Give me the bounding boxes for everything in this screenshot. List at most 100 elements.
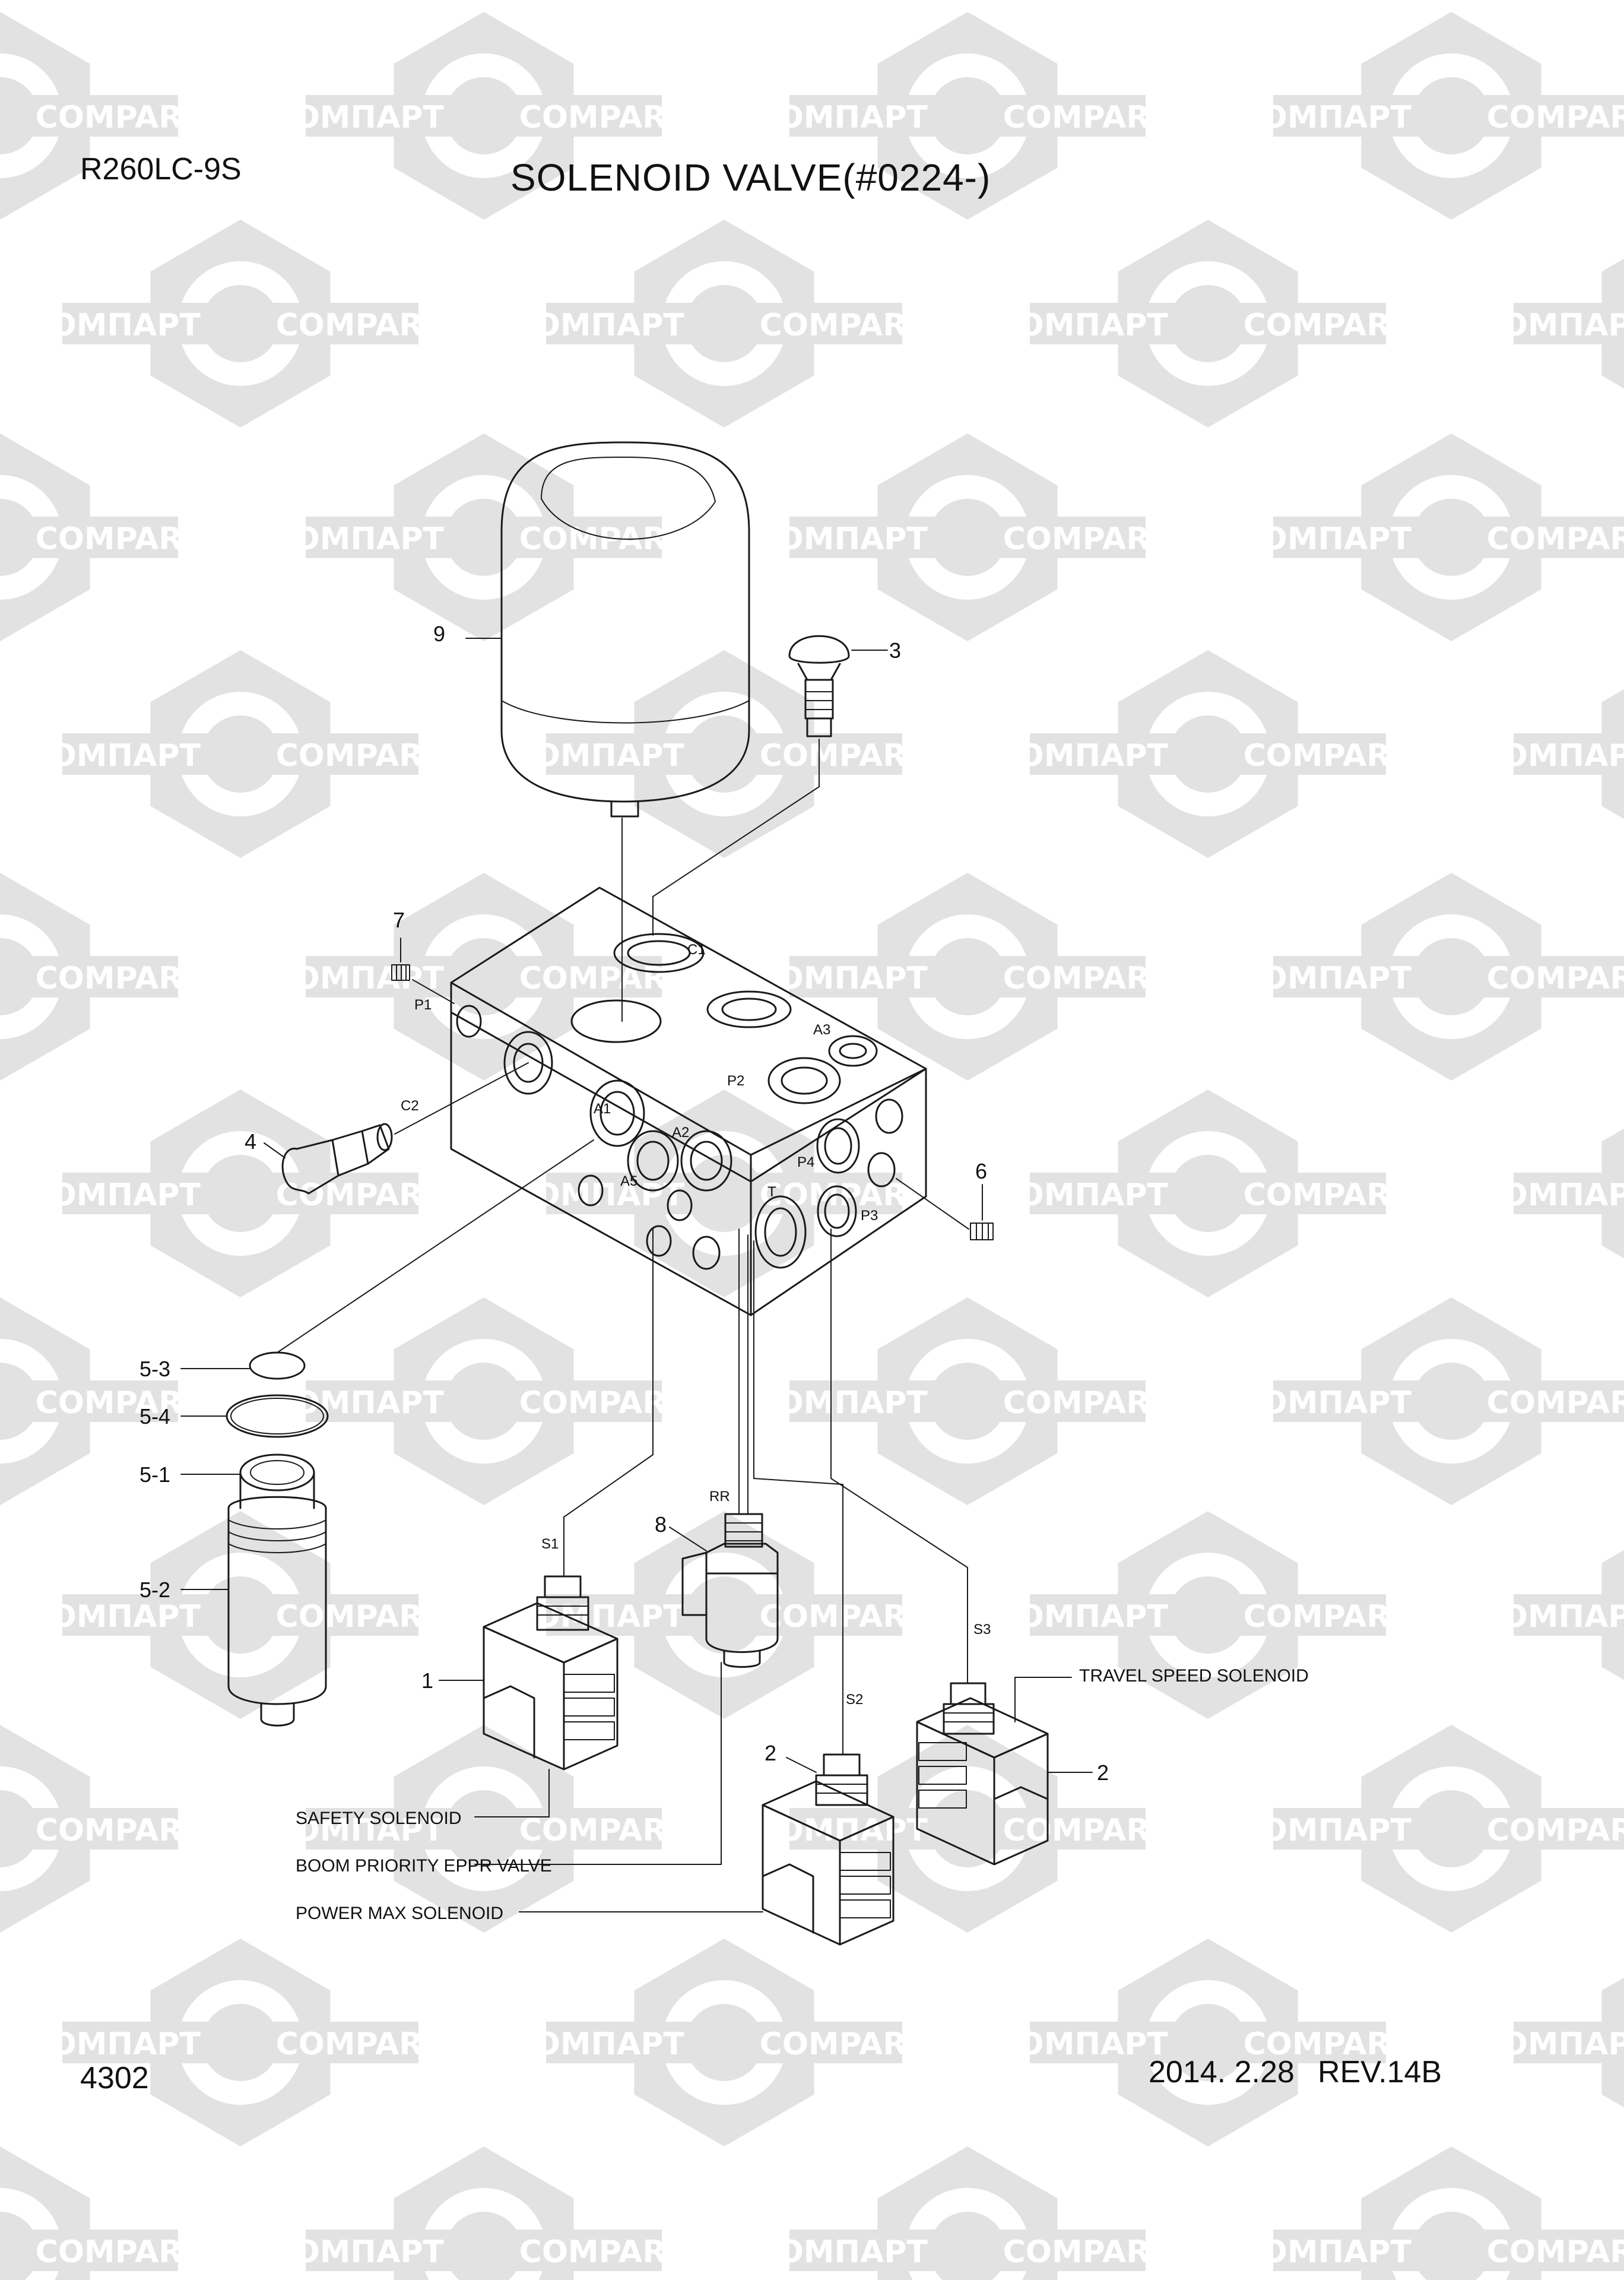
port-a2: A2 [672,1125,689,1141]
label-part-5-2: 5-2 [139,1578,170,1602]
svg-text:COMPART: COMPART [36,961,202,996]
svg-text:КОМПАРТ: КОМПАРТ [25,738,201,774]
svg-text:КОМПАРТ: КОМПАРТ [752,2234,928,2270]
svg-text:COMPART: COMPART [276,1599,443,1635]
svg-text:COMPART: COMPART [36,521,202,557]
svg-text:COMPART: COMPART [519,100,686,135]
svg-text:КОМПАРТ: КОМПАРТ [1476,308,1624,343]
label-part-2-power-max: 2 [765,1741,776,1765]
svg-text:COMPART: COMPART [1244,1177,1410,1213]
svg-text:КОМПАРТ: КОМПАРТ [1236,521,1412,557]
svg-text:КОМПАРТ: КОМПАРТ [1476,1599,1624,1635]
label-part-4: 4 [245,1129,256,1154]
svg-text:COMPART: COMPART [760,1177,927,1213]
svg-text:КОМПАРТ: КОМПАРТ [752,100,928,135]
port-labels: C1 P1 A3 P2 C2 A1 A2 P4 A5 T P3 RR S1 S2… [401,942,991,1708]
part-number-labels: 9 3 7 4 6 5-3 5-4 5-1 5-2 8 1 2 2 [139,622,1109,1785]
label-part-1: 1 [421,1668,433,1693]
svg-text:COMPART: COMPART [760,2026,927,2062]
svg-text:КОМПАРТ: КОМПАРТ [1476,738,1624,774]
svg-text:КОМПАРТ: КОМПАРТ [268,1813,444,1848]
label-part-9: 9 [433,622,445,646]
svg-text:КОМПАРТ: КОМПАРТ [992,1599,1168,1635]
svg-text:КОМПАРТ: КОМПАРТ [25,1599,201,1635]
svg-text:COMPART: COMPART [1487,1385,1624,1421]
svg-text:КОМПАРТ: КОМПАРТ [1476,2026,1624,2062]
svg-text:КОМПАРТ: КОМПАРТ [1236,1813,1412,1848]
port-a3: A3 [813,1022,830,1038]
callout-safety-solenoid: SAFETY SOLENOID [296,1809,462,1828]
svg-text:COMPART: COMPART [1244,738,1410,774]
callout-power-max-solenoid: POWER MAX SOLENOID [296,1904,503,1923]
svg-text:КОМПАРТ: КОМПАРТ [1236,1385,1412,1421]
svg-text:COMPART: COMPART [1487,1813,1624,1848]
label-part-5-3: 5-3 [139,1357,170,1381]
svg-text:КОМПАРТ: КОМПАРТ [25,308,201,343]
travel-speed-solenoid-2 [916,1682,1049,1866]
svg-text:КОМПАРТ: КОМПАРТ [752,961,928,996]
svg-text:COMPART: COMPART [1244,2026,1410,2062]
label-part-2-travel-speed: 2 [1097,1760,1109,1785]
svg-text:COMPART: COMPART [36,100,202,135]
svg-text:COMPART: COMPART [1487,961,1624,996]
svg-text:COMPART: COMPART [519,2234,686,2270]
port-a1: A1 [594,1101,611,1117]
svg-text:COMPART: COMPART [1487,2234,1624,2270]
svg-text:COMPART: COMPART [36,1813,202,1848]
svg-text:КОМПАРТ: КОМПАРТ [1236,961,1412,996]
svg-text:COMPART: COMPART [276,738,443,774]
power-max-solenoid-2 [762,1753,895,1946]
eppr-valve-8 [681,1513,779,1668]
svg-text:COMPART: COMPART [519,961,686,996]
svg-text:КОМПАРТ: КОМПАРТ [992,738,1168,774]
callout-boom-priority-eppr-valve: BOOM PRIORITY EPPR VALVE [296,1856,552,1876]
plug-3 [788,635,850,737]
label-part-7: 7 [393,908,405,932]
revision-date: 2014. 2.28 [1149,2055,1295,2089]
port-p3: P3 [861,1208,878,1224]
svg-text:COMPART: COMPART [276,2026,443,2062]
svg-text:COMPART: COMPART [1244,1599,1410,1635]
svg-text:КОМПАРТ: КОМПАРТ [752,521,928,557]
svg-text:COMPART: COMPART [519,1385,686,1421]
port-rr: RR [709,1489,730,1505]
port-s3: S3 [973,1622,991,1638]
port-c2: C2 [401,1098,419,1114]
svg-text:КОМПАРТ: КОМПАРТ [268,1385,444,1421]
svg-text:КОМПАРТ: КОМПАРТ [268,100,444,135]
port-a5: A5 [620,1173,637,1189]
label-part-8: 8 [655,1512,667,1537]
svg-text:COMPART: COMPART [36,1385,202,1421]
svg-text:COMPART: COMPART [760,308,927,343]
callout-travel-speed-solenoid: TRAVEL SPEED SOLENOID [1079,1666,1309,1686]
svg-text:COMPART: COMPART [1003,2234,1170,2270]
page-title: SOLENOID VALVE(#0224-) [510,156,991,199]
svg-text:COMPART: COMPART [760,738,927,774]
plug-4 [281,1123,393,1195]
svg-text:КОМПАРТ: КОМПАРТ [509,2026,684,2062]
port-s2: S2 [846,1692,863,1708]
svg-text:COMPART: COMPART [1003,1385,1170,1421]
safety-solenoid-1 [483,1575,618,1771]
svg-text:КОМПАРТ: КОМПАРТ [268,521,444,557]
svg-text:КОМПАРТ: КОМПАРТ [509,308,684,343]
port-p4: P4 [797,1154,814,1170]
svg-text:КОМПАРТ: КОМПАРТ [992,308,1168,343]
label-part-6: 6 [975,1159,987,1183]
svg-text:КОМПАРТ: КОМПАРТ [25,2026,201,2062]
plug-7 [391,964,410,981]
model-code: R260LC-9S [80,152,242,186]
valve-block [450,886,927,1316]
svg-text:COMPART: COMPART [1487,521,1624,557]
svg-text:COMPART: COMPART [1244,308,1410,343]
svg-text:COMPART: COMPART [1003,1813,1170,1848]
svg-text:КОМПАРТ: КОМПАРТ [992,1177,1168,1213]
accumulator-9 [500,441,750,818]
port-s1: S1 [541,1536,559,1552]
svg-text:COMPART: COMPART [1487,100,1624,135]
revision-code: REV.14B [1318,2055,1442,2089]
check-valve-5 [226,1351,329,1727]
svg-text:COMPART: COMPART [36,2234,202,2270]
svg-text:КОМПАРТ: КОМПАРТ [992,2026,1168,2062]
